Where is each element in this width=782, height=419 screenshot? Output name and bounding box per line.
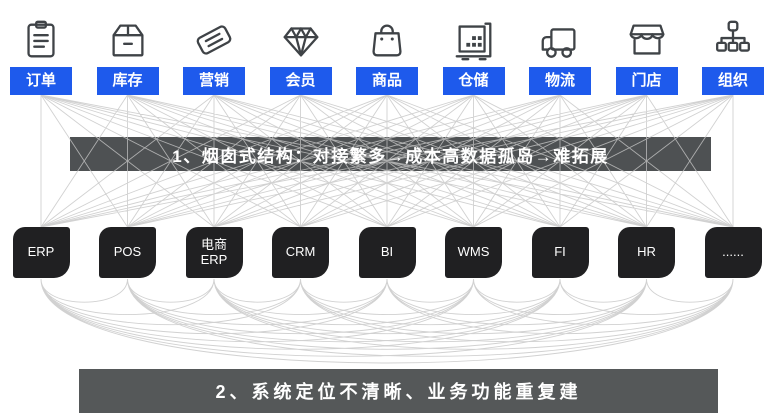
truck-icon (529, 14, 591, 66)
system-box: CRM (272, 227, 329, 278)
module-column-4: 会员 (269, 14, 332, 95)
module-label: 商品 (356, 67, 418, 95)
module-column-6: 仓储 (442, 14, 505, 95)
banner-2-label: 2、系统定位不清晰、业务功能重复建 (215, 382, 582, 402)
banner-2-background (79, 369, 718, 413)
module-column-3: 营销 (183, 14, 245, 95)
module-column-8: 门店 (615, 14, 678, 95)
ticket-icon (183, 14, 245, 66)
system-box: FI (531, 227, 589, 278)
system-box: ...... (704, 227, 762, 278)
system-box: WMS (445, 227, 502, 278)
package-icon (97, 14, 159, 66)
shopping-bag-icon (356, 14, 418, 66)
module-column-5: 商品 (356, 14, 418, 95)
module-column-7: 物流 (529, 14, 591, 95)
system-box: BI (358, 227, 416, 278)
module-label: 门店 (615, 67, 678, 95)
module-column-2: 库存 (96, 14, 159, 95)
module-label: 物流 (529, 67, 591, 95)
system-box: ERP (12, 227, 70, 278)
system-box: POS (99, 227, 156, 278)
module-column-1: 订单 (10, 14, 72, 95)
module-label: 会员 (269, 67, 332, 95)
storefront-icon (616, 14, 678, 66)
warehouse-cart-icon (443, 14, 505, 66)
system-box: 电商 ERP (185, 227, 243, 278)
banner-1-text: 1、烟囱式结构：对接繁多→成本高数据孤岛→难拓展 (70, 137, 711, 171)
module-label: 库存 (96, 67, 159, 95)
banner-1-label: 1、烟囱式结构：对接繁多→成本高数据孤岛→难拓展 (172, 146, 609, 166)
banner-2-text: 2、系统定位不清晰、业务功能重复建 (79, 369, 718, 413)
module-label: 组织 (702, 67, 764, 95)
diamond-icon (270, 14, 332, 66)
module-label: 营销 (183, 67, 245, 95)
module-label: 订单 (10, 67, 72, 95)
clipboard-icon (10, 14, 72, 66)
module-column-9: 组织 (702, 14, 764, 95)
module-label: 仓储 (442, 67, 505, 95)
org-chart-icon (702, 14, 764, 66)
system-box: HR (618, 227, 675, 278)
